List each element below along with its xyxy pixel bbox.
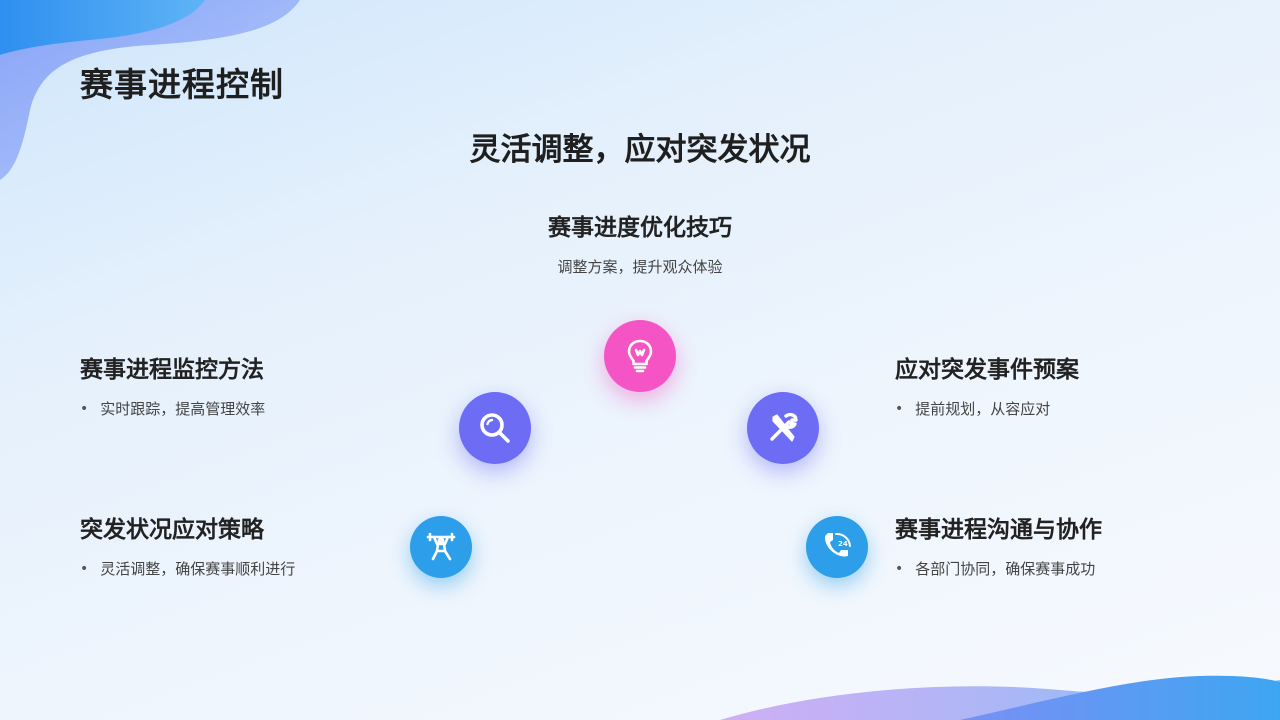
emergency-strategy-text: 灵活调整，确保赛事顺利进行	[100, 560, 296, 578]
phone-24-icon: 24	[824, 532, 851, 557]
bullet-dot: •	[80, 560, 89, 577]
monitor-section: 赛事进程监控方法 • 实时跟踪，提高管理效率	[80, 350, 410, 419]
communication-heading: 赛事进程沟通与协作	[895, 517, 1102, 543]
bullet-dot: •	[80, 400, 89, 417]
phone-24-label: 24	[838, 540, 848, 548]
tools-icon	[770, 412, 798, 442]
contingency-plan-section: 应对突发事件预案 • 提前规划，从容应对	[895, 350, 1225, 419]
search-icon-circle	[459, 392, 531, 464]
phone-24-icon-circle: 24	[806, 516, 868, 578]
emergency-strategy-heading: 突发状况应对策略	[80, 517, 264, 543]
contingency-plan-bullet: • 提前规划，从容应对	[895, 398, 1225, 419]
lightbulb-icon	[627, 339, 653, 373]
page-subtitle: 灵活调整，应对突发状况	[469, 132, 811, 168]
weightlifter-icon-circle	[410, 516, 472, 578]
top-section-desc: 调整方案，提升观众体验	[557, 258, 723, 276]
bullet-dot: •	[895, 560, 904, 577]
search-icon	[480, 413, 510, 443]
page-title: 赛事进程控制	[80, 65, 284, 104]
contingency-plan-text: 提前规划，从容应对	[915, 400, 1051, 418]
bullet-dot: •	[895, 400, 904, 417]
monitor-section-text: 实时跟踪，提高管理效率	[100, 400, 266, 418]
contingency-plan-heading: 应对突发事件预案	[895, 357, 1079, 383]
top-section-heading: 赛事进度优化技巧	[548, 215, 732, 241]
top-section: 赛事进度优化技巧 调整方案，提升观众体验	[440, 208, 840, 277]
lightbulb-icon-circle	[604, 320, 676, 392]
communication-text: 各部门协同，确保赛事成功	[915, 560, 1096, 578]
monitor-section-heading: 赛事进程监控方法	[80, 357, 264, 383]
monitor-section-bullet: • 实时跟踪，提高管理效率	[80, 398, 410, 419]
emergency-strategy-bullet: • 灵活调整，确保赛事顺利进行	[80, 558, 410, 579]
emergency-strategy-section: 突发状况应对策略 • 灵活调整，确保赛事顺利进行	[80, 510, 410, 579]
tools-icon-circle	[747, 392, 819, 464]
communication-bullet: • 各部门协同，确保赛事成功	[895, 558, 1225, 579]
communication-section: 赛事进程沟通与协作 • 各部门协同，确保赛事成功	[895, 510, 1225, 579]
weightlifter-icon	[426, 532, 456, 561]
